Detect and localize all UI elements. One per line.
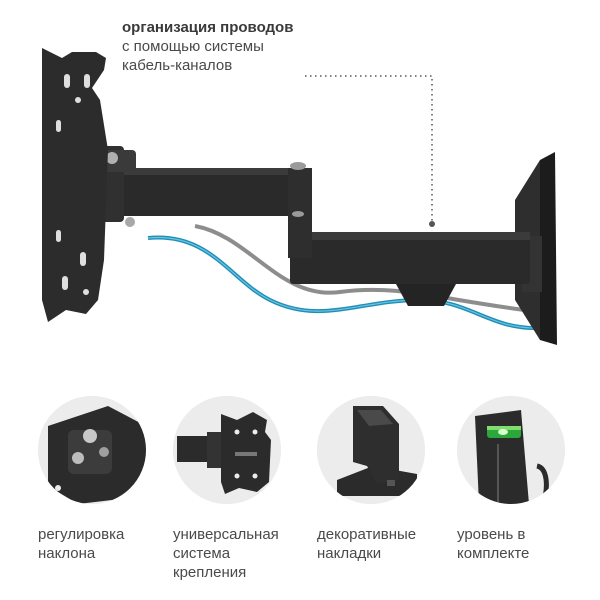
feature-tilt-adjustment: регулировка наклона [38,396,183,563]
callout-title: организация проводов [122,19,294,36]
vesa-plate [42,48,108,322]
tilt-hinge-icon [38,396,146,504]
decorative-cover-icon [317,396,425,504]
vesa-plate-icon [173,396,281,504]
feature-decorative-covers: декоративные накладки [317,396,462,563]
wall-mount-illustration [42,48,557,345]
feature-universal-mounting: универсальная система крепления [173,396,318,582]
feature-label: универсальная система крепления [173,526,279,581]
grey-cable [194,224,541,314]
callout-leader-line [305,75,433,222]
first-arm [110,162,312,258]
bubble-level-icon [457,396,565,504]
second-arm [290,232,530,306]
feature-label: уровень в комплекте [457,526,530,562]
feature-level-included: уровень в комплекте [457,396,600,563]
callout-line-1: с помощью системы [122,38,264,55]
cable-management-callout: организация проводов с помощью системы к… [122,18,422,75]
callout-line-2: кабель-каналов [122,57,233,74]
feature-label: декоративные накладки [317,526,417,562]
feature-label: регулировка наклона [38,526,125,562]
